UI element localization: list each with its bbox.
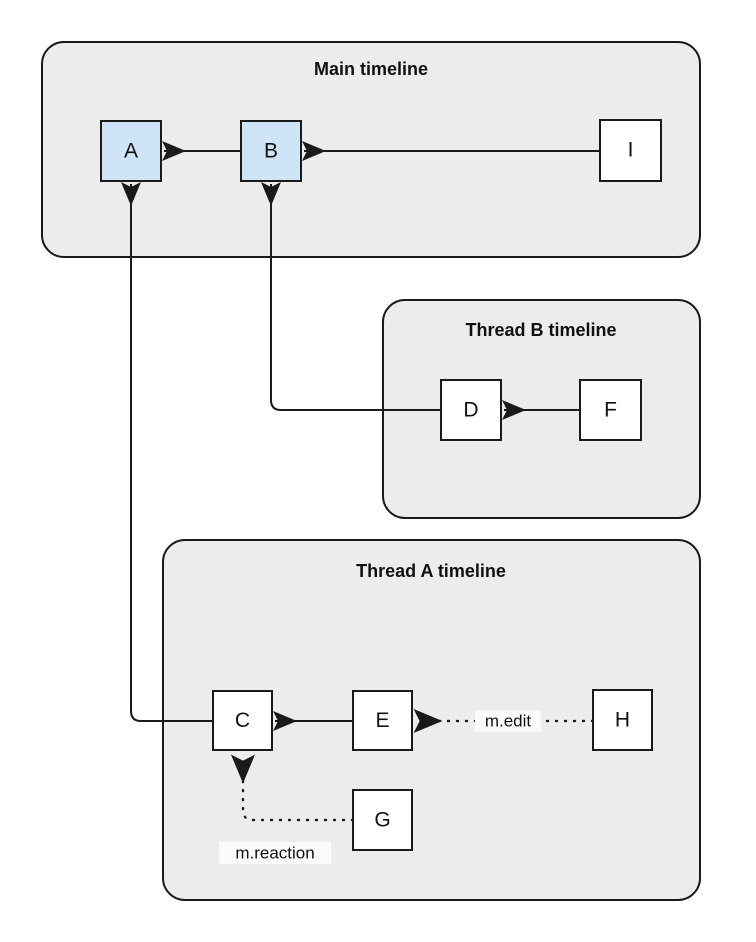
node-d[interactable]: D	[440, 379, 502, 441]
node-h-box	[592, 689, 653, 751]
edge-g-to-c	[231, 754, 355, 822]
group-thread-b-timeline-title: Thread B timeline	[465, 320, 616, 340]
edge-label-m-reaction: m.reaction	[219, 842, 331, 864]
node-a-box	[100, 120, 162, 182]
node-e-box	[352, 690, 413, 751]
node-b[interactable]: B	[240, 120, 302, 182]
node-g[interactable]: G	[352, 789, 413, 851]
group-main-timeline[interactable]: Main timeline	[41, 41, 701, 258]
group-main-timeline-title: Main timeline	[314, 59, 428, 79]
node-h-label: H	[615, 709, 630, 732]
node-i-label: I	[628, 139, 634, 162]
node-g-box	[352, 789, 413, 851]
node-a-label: A	[124, 140, 138, 163]
edge-label-m-reaction-bg	[219, 842, 331, 864]
edge-d-to-b	[261, 182, 441, 411]
node-a[interactable]: A	[100, 120, 162, 182]
node-f[interactable]: F	[579, 379, 642, 441]
edge-c-to-a	[121, 182, 213, 722]
node-d-box	[440, 379, 502, 441]
node-e-label: E	[375, 709, 389, 732]
group-thread-a-timeline-title: Thread A timeline	[356, 561, 506, 581]
edge-label-m-edit-text: m.edit	[485, 711, 532, 730]
node-h[interactable]: H	[592, 689, 653, 751]
node-b-box	[240, 120, 302, 182]
edge-label-m-edit: m.edit	[475, 710, 541, 732]
node-d-label: D	[463, 399, 478, 422]
node-f-box	[579, 379, 642, 441]
node-c[interactable]: C	[212, 690, 273, 751]
edge-label-m-reaction-text: m.reaction	[235, 843, 314, 862]
node-i[interactable]: I	[599, 119, 662, 182]
edge-label-m-edit-bg	[475, 710, 541, 732]
node-e[interactable]: E	[352, 690, 413, 751]
group-main-timeline-box	[41, 41, 701, 258]
node-f-label: F	[604, 399, 617, 422]
node-c-box	[212, 690, 273, 751]
node-g-label: G	[374, 809, 390, 832]
node-c-label: C	[235, 709, 250, 732]
node-i-box	[599, 119, 662, 182]
node-b-label: B	[264, 140, 278, 163]
